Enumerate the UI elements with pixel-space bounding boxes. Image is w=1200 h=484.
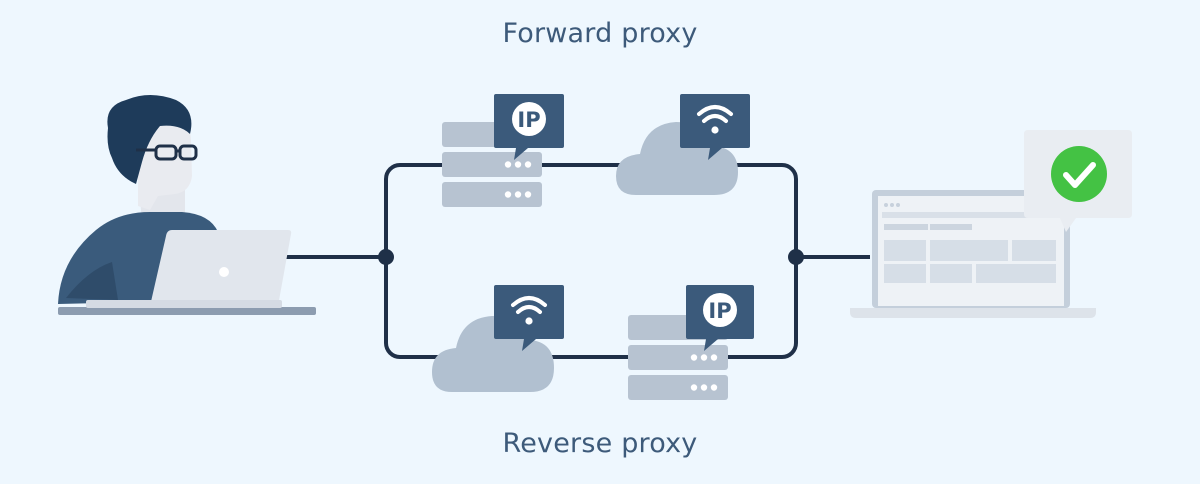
wifi-icon-reverse [494,285,564,351]
ip-badge-text-reverse: IP [708,299,731,323]
connection-lines [286,163,870,359]
ip-address-icon: IP [494,94,564,160]
right-junction-dot [788,249,804,265]
laptop-icon [86,230,292,308]
ip-badge-text: IP [517,108,540,132]
reverse-proxy-label: Reverse proxy [502,428,698,459]
wifi-icon [680,94,750,160]
left-junction-dot [378,249,394,265]
ip-address-icon-reverse: IP [686,285,754,351]
green-checkmark-icon [1024,130,1132,232]
forward-proxy-label: Forward proxy [502,18,698,49]
